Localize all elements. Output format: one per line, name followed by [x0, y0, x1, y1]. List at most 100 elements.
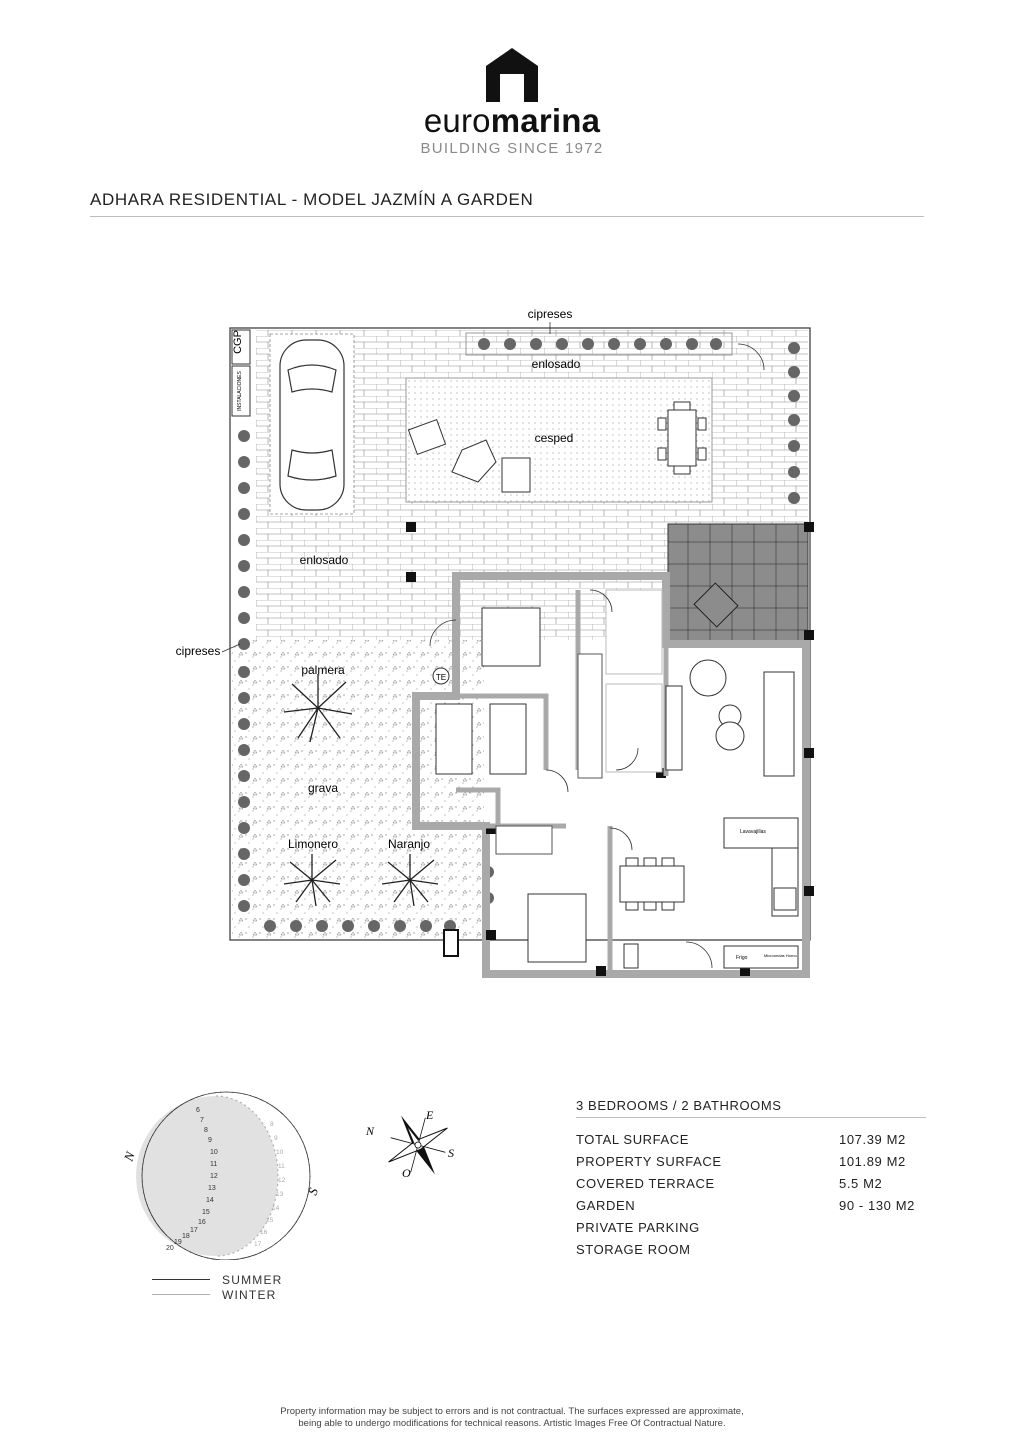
cypress-row-left: [238, 430, 250, 912]
hour-10: 10: [210, 1149, 218, 1156]
spec-value: 101.89 M2: [839, 1153, 906, 1169]
label-cesped: cesped: [535, 431, 574, 445]
lawn: [405, 377, 713, 503]
dining-table-icon: [619, 857, 685, 911]
w-hour-16: 16: [260, 1229, 268, 1236]
wardrobe-2: [495, 825, 553, 855]
compass-rose-icon: N E S O: [365, 1108, 454, 1180]
legend-winter-label: WINTER: [222, 1287, 277, 1302]
sun-north-label: N: [120, 1148, 138, 1163]
lemon-tree-icon: [283, 854, 341, 907]
utility-box: [443, 929, 459, 957]
door-swings: [429, 343, 765, 969]
compass-e: E: [425, 1108, 434, 1122]
hour-20: 20: [166, 1245, 174, 1252]
palm-tree-icon: [283, 674, 353, 743]
microwave-label: Microondas Horno: [764, 953, 797, 958]
spec-row: PROPERTY SURFACE 101.89 M2: [576, 1150, 926, 1172]
spec-row: PRIVATE PARKING: [576, 1216, 926, 1238]
winter-hour-labels: 8 9 10 11 12 13 14 15 16 17: [254, 1121, 286, 1248]
label-enlosado-top: enlosado: [532, 357, 581, 371]
cypress-row-right: [788, 342, 800, 504]
spec-label: TOTAL SURFACE: [576, 1131, 690, 1147]
spec-label: COVERED TERRACE: [576, 1175, 715, 1191]
winter-line-swatch: [152, 1294, 210, 1295]
label-cipreses-top: cipreses: [528, 307, 573, 321]
hour-18: 18: [182, 1233, 190, 1240]
label-palmera: palmera: [301, 663, 345, 677]
installations-label: INSTALACIONES: [237, 371, 243, 411]
brand-bold: marina: [490, 102, 601, 139]
w-hour-14: 14: [272, 1205, 280, 1212]
sun-shade-area: [136, 1096, 278, 1256]
spec-row: STORAGE ROOM: [576, 1238, 926, 1260]
brand-tagline: BUILDING SINCE 1972: [420, 140, 604, 157]
legend-summer-label: SUMMER: [222, 1272, 283, 1287]
legend-summer: SUMMER: [152, 1272, 283, 1287]
label-limonero: Limonero: [288, 837, 338, 851]
w-hour-12: 12: [278, 1177, 286, 1184]
sun-south-label: S: [305, 1185, 321, 1197]
hour-15: 15: [202, 1209, 210, 1216]
dishwasher-label: Lavavajillas: [740, 829, 766, 835]
floor-plan: CGP INSTALACIONES: [176, 307, 814, 978]
label-naranjo: Naranjo: [388, 837, 430, 851]
bedroom-1-bed: [481, 607, 541, 667]
cypress-row-top: [478, 338, 722, 350]
wardrobe-1: [577, 653, 603, 779]
sun-legend: SUMMER WINTER: [152, 1272, 283, 1302]
living-furniture: [665, 659, 795, 777]
spec-label: STORAGE ROOM: [576, 1241, 691, 1257]
w-hour-11: 11: [278, 1163, 285, 1170]
compass-o: O: [402, 1166, 411, 1180]
spec-value: 90 - 130 M2: [839, 1197, 915, 1213]
te-meter: [432, 667, 450, 685]
bedroom-3-bed: [527, 893, 587, 963]
orange-tree-icon: [381, 854, 439, 907]
hour-17: 17: [190, 1227, 198, 1234]
sun-path-diagram: N S 6 7 8 9 10 11 12 13 14 15 16 17 18 1…: [120, 1091, 321, 1260]
w-hour-15: 15: [266, 1217, 274, 1224]
compass-n: N: [365, 1124, 375, 1138]
label-enlosado-mid: enlosado: [300, 553, 349, 567]
gravel-garden: [232, 640, 484, 938]
bedroom-2-bed-b: [489, 703, 527, 775]
covered-terrace: [667, 523, 809, 643]
hour-16: 16: [198, 1219, 206, 1226]
specs-panel: 3 BEDROOMS / 2 BATHROOMS TOTAL SURFACE 10…: [576, 1098, 926, 1260]
bathroom-2: [605, 683, 663, 773]
hour-19: 19: [174, 1239, 182, 1246]
w-hour-10: 10: [276, 1149, 284, 1156]
bathroom-1: [605, 589, 663, 675]
hour-6: 6: [196, 1107, 200, 1114]
structural-columns: [406, 522, 814, 976]
hour-11: 11: [210, 1161, 217, 1168]
spec-label: PRIVATE PARKING: [576, 1219, 700, 1235]
terrace-table-icon: [693, 582, 739, 628]
car-icon: [279, 339, 345, 511]
stair-storage: [623, 943, 639, 969]
disclaimer-line-2: being able to undergo modifications for …: [298, 1418, 726, 1429]
house-icon: [486, 48, 538, 102]
cypress-hedge-top: [465, 332, 733, 356]
hour-14: 14: [206, 1197, 214, 1204]
horizon-circle: [141, 1091, 311, 1260]
summer-hour-labels: 6 7 8 9 10 11 12 13 14 15 16 17 18 19 20: [166, 1107, 218, 1252]
disclaimer: Property information may be subject to e…: [200, 1406, 824, 1430]
euromarina-logo: euromarina BUILDING SINCE 1972: [400, 48, 624, 158]
title-divider: [90, 216, 924, 217]
specs-heading: 3 BEDROOMS / 2 BATHROOMS: [576, 1098, 926, 1118]
patio-furniture-icon: [407, 401, 707, 493]
spec-value: 107.39 M2: [839, 1131, 906, 1147]
spec-row: TOTAL SURFACE 107.39 M2: [576, 1128, 926, 1150]
compass-s: S: [448, 1146, 454, 1160]
w-hour-9: 9: [274, 1135, 278, 1142]
cgp-label: CGP: [232, 330, 244, 354]
disclaimer-line-1: Property information may be subject to e…: [280, 1406, 744, 1417]
label-grava: grava: [308, 781, 338, 795]
hour-12: 12: [210, 1173, 218, 1180]
spec-label: PROPERTY SURFACE: [576, 1153, 722, 1169]
bedroom-2-bed-a: [435, 703, 473, 775]
